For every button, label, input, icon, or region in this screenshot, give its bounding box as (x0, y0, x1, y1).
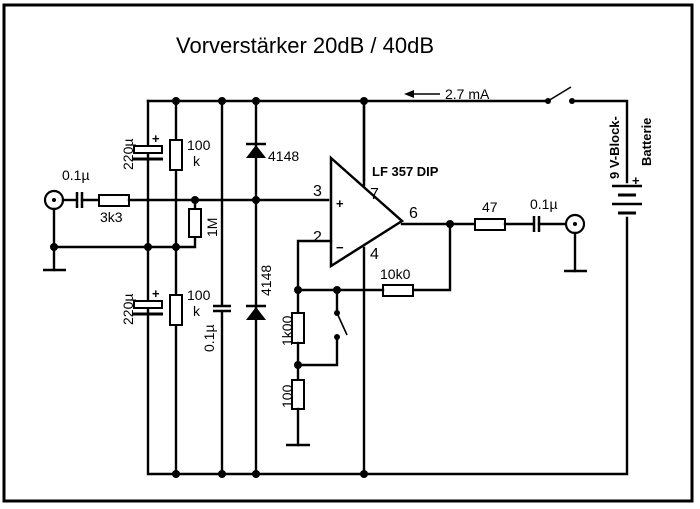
feedback-resistor-label: 10k0 (380, 266, 411, 282)
divider-resistor-bottom (169, 294, 183, 326)
battery-label-2: Batterie (639, 118, 654, 166)
output-capacitor-label: 0.1µ (530, 196, 558, 212)
diode-top-label: 4148 (268, 148, 299, 164)
gain-switch[interactable] (296, 288, 348, 367)
outer-loop (146, 99, 629, 476)
battery-wire-top (570, 99, 629, 184)
input-capacitor-label: 0.1µ (62, 167, 90, 183)
junction-dot (294, 361, 302, 369)
electrolytic-capacitor-top-label: 220µ (120, 139, 136, 170)
feedback-resistor (382, 284, 414, 297)
input-jack[interactable] (43, 189, 65, 211)
gain-resistor-1k-label: 1k00 (279, 315, 295, 346)
opamp-label: LF 357 DIP (372, 164, 439, 179)
virtual-ground-wire (52, 235, 197, 249)
battery-plus: + (632, 173, 640, 188)
opamp-minus-sign: − (336, 240, 344, 255)
frame-border (2, 3, 694, 503)
battery-label-1: 9 V-Block- (607, 116, 622, 179)
electrolytic-capacitor-bottom: + (132, 286, 163, 316)
schematic-title: Vorverstärker 20dB / 40dB (176, 33, 434, 58)
junction-dot (252, 196, 260, 204)
decoupling-capacitor-label: 0.1µ (201, 324, 217, 352)
electrolytic-capacitor-bottom-label: 220µ (120, 294, 136, 325)
divider-resistor-bottom-label-2: k (193, 303, 201, 319)
diode-bottom (246, 304, 266, 320)
divider-resistor-top-label-2: k (193, 153, 201, 169)
pin-2: 2 (313, 229, 322, 246)
svg-text:+: + (152, 131, 160, 146)
input-resistor-label: 3k3 (100, 209, 123, 225)
divider-resistor-top (169, 139, 183, 171)
bias-resistor (188, 208, 202, 238)
output-resistor-label: 47 (482, 199, 498, 215)
battery-symbol (612, 184, 642, 215)
opamp-symbol (329, 155, 405, 269)
electrolytic-capacitor-top: + (132, 131, 163, 161)
input-resistor (98, 194, 130, 207)
bias-resistor-label: 1M (204, 218, 220, 237)
output-resistor (474, 218, 506, 231)
gain-resistor-100-label: 100 (279, 384, 295, 408)
power-switch[interactable] (545, 86, 575, 104)
current-arrow (404, 90, 440, 98)
current-label: 2.7 mA (445, 86, 490, 102)
output-jack[interactable] (564, 213, 586, 235)
pin-4: 4 (370, 246, 379, 263)
diode-bottom-label: 4148 (258, 265, 274, 296)
junction-dot (144, 243, 152, 251)
divider-resistor-bottom-label-1: 100 (187, 287, 211, 303)
diode-top (246, 142, 266, 158)
divider-resistor-top-label-1: 100 (187, 137, 211, 153)
svg-text:+: + (152, 286, 160, 301)
pin-7: 7 (370, 186, 379, 203)
pin-3: 3 (313, 183, 322, 200)
pin-6: 6 (409, 205, 418, 222)
opamp-plus-sign: + (336, 196, 344, 211)
